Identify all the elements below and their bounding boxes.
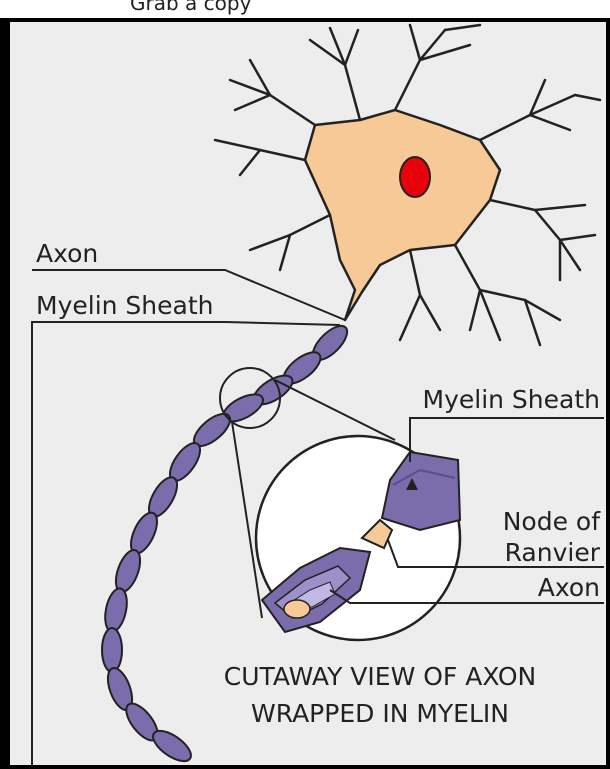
zoom-circle [256,436,460,640]
label-node-of-ranvier-1: Node of [503,507,601,536]
label-myelin-sheath: Myelin Sheath [36,291,214,320]
caption-line-1: CUTAWAY VIEW OF AXON [224,662,537,691]
label-axon: Axon [36,239,98,268]
label-zoom-axon: Axon [538,573,600,602]
caption-line-2: WRAPPED IN MYELIN [251,699,509,728]
label-node-of-ranvier-2: Ranvier [505,538,601,567]
nucleus [400,157,430,197]
label-zoom-myelin-sheath: Myelin Sheath [423,385,601,414]
